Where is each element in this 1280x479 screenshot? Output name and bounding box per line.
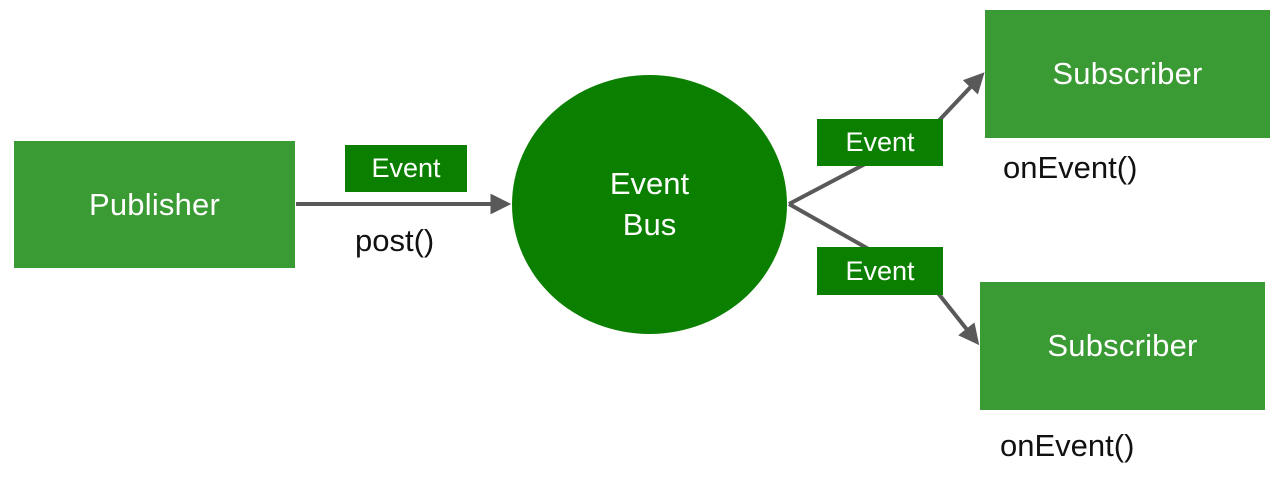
event-bus-label-line2: Bus: [622, 206, 677, 242]
event-bus-node[interactable]: Event Bus: [512, 75, 787, 334]
event-badge-bottom[interactable]: Event: [817, 247, 943, 295]
event-badge-post-label: Event: [371, 153, 441, 183]
event-badge-bottom-label: Event: [845, 255, 915, 286]
subscriber-bottom-label: Subscriber: [1047, 328, 1198, 363]
subscriber-bottom-node[interactable]: Subscriber: [980, 282, 1265, 410]
on-event-top-label: onEvent(): [1003, 150, 1138, 185]
publisher-node[interactable]: Publisher: [14, 141, 295, 268]
on-event-bottom-label: onEvent(): [1000, 428, 1135, 463]
publisher-label: Publisher: [88, 186, 221, 222]
event-badge-post[interactable]: Event: [345, 145, 467, 192]
event-bus-label-line1: Event: [609, 165, 690, 201]
event-badge-top-label: Event: [845, 127, 915, 157]
subscriber-top-label: Subscriber: [1052, 56, 1203, 91]
post-method-label: post(): [355, 223, 435, 258]
event-badge-top[interactable]: Event: [817, 119, 943, 166]
subscriber-top-node[interactable]: Subscriber: [985, 10, 1270, 138]
